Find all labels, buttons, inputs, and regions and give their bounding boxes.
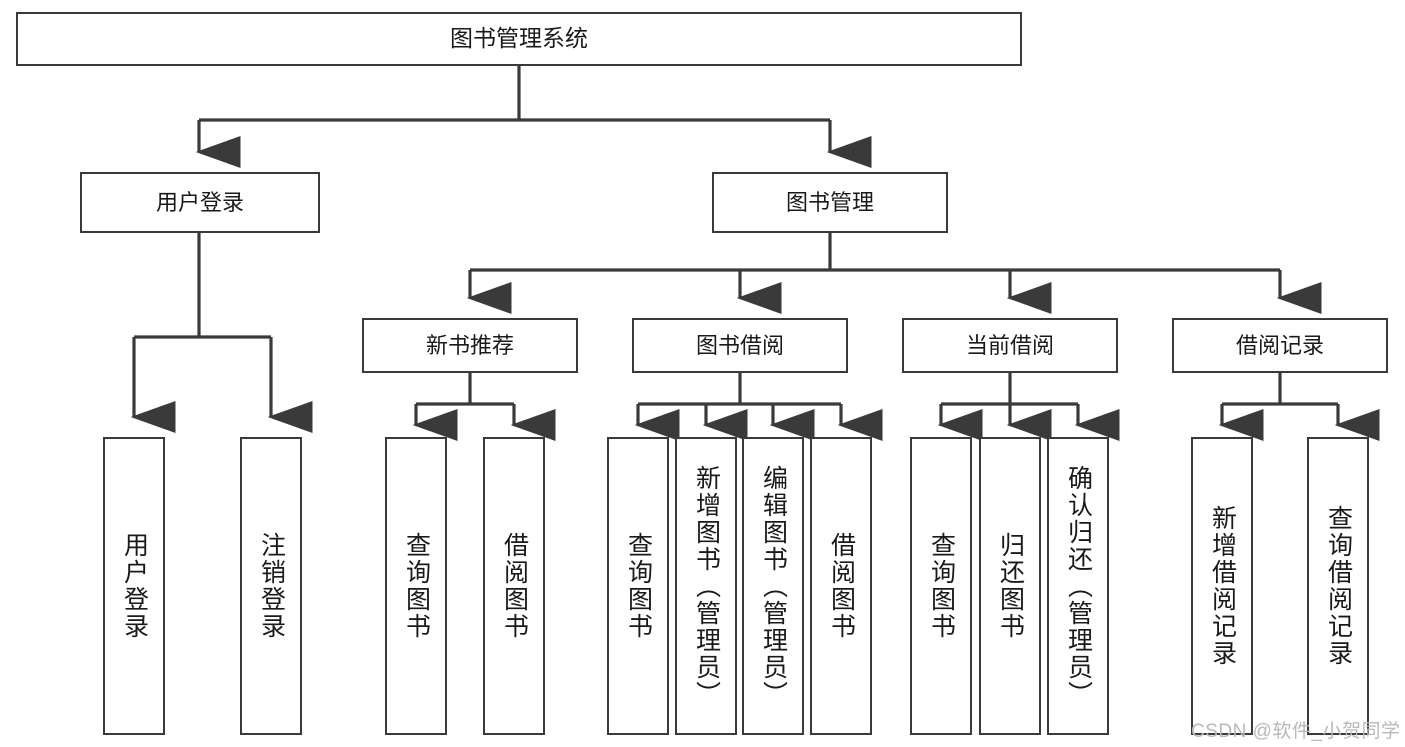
leaf-text-wrap: 借阅图书 [812,439,870,733]
leaf-query-borrow-record[interactable]: 查询借阅记录 [1307,437,1369,735]
leaf-text-wrap: 查询图书 [387,439,445,733]
leaf-borrow-book-recommend[interactable]: 借阅图书 [483,437,545,735]
node-new-book-recommend[interactable]: 新书推荐 [362,318,578,373]
node-current-borrow[interactable]: 当前借阅 [902,318,1118,373]
node-label: 图书管理系统 [450,25,588,52]
node-label: 编辑图书（管理员） [759,464,788,708]
leaf-user-login[interactable]: 用户登录 [103,437,165,735]
node-book-management[interactable]: 图书管理 [712,172,948,233]
csdn-watermark: CSDN @软件_小贺同学 [1191,721,1401,742]
node-label: 借阅图书 [827,532,856,640]
leaf-borrow-book[interactable]: 借阅图书 [810,437,872,735]
node-label: 新增借阅记录 [1208,505,1237,667]
node-label: 借阅记录 [1235,332,1324,358]
leaf-confirm-return-admin[interactable]: 确认归还（管理员） [1047,437,1109,735]
node-label: 查询图书 [624,532,653,640]
leaf-add-borrow-record[interactable]: 新增借阅记录 [1191,437,1253,735]
leaf-text-wrap: 借阅图书 [485,439,543,733]
leaf-query-book-recommend[interactable]: 查询图书 [385,437,447,735]
leaf-text-wrap: 用户登录 [105,439,163,733]
node-label: 注销登录 [257,532,286,640]
node-label: 查询借阅记录 [1324,505,1353,667]
node-book-borrow[interactable]: 图书借阅 [632,318,848,373]
node-label: 图书借阅 [695,332,784,358]
node-label: 用户登录 [155,189,244,215]
node-label: 借阅图书 [500,532,529,640]
leaf-logout[interactable]: 注销登录 [240,437,302,735]
leaf-text-wrap: 确认归还（管理员） [1049,439,1107,733]
leaf-text-wrap: 注销登录 [242,439,300,733]
node-label: 新书推荐 [425,332,514,358]
node-label: 确认归还（管理员） [1064,464,1093,708]
node-user-login[interactable]: 用户登录 [80,172,320,233]
leaf-add-book-admin[interactable]: 新增图书（管理员） [675,437,737,735]
node-label: 查询图书 [927,532,956,640]
leaf-query-book[interactable]: 查询图书 [607,437,669,735]
node-label: 新增图书（管理员） [692,464,721,708]
leaf-text-wrap: 查询借阅记录 [1309,439,1367,733]
node-label: 查询图书 [402,532,431,640]
node-label: 图书管理 [785,189,874,215]
node-label: 归还图书 [996,532,1025,640]
leaf-text-wrap: 归还图书 [981,439,1039,733]
leaf-text-wrap: 编辑图书（管理员） [744,439,802,733]
leaf-query-book-current[interactable]: 查询图书 [910,437,972,735]
leaf-text-wrap: 查询图书 [912,439,970,733]
leaf-text-wrap: 查询图书 [609,439,667,733]
leaf-return-book[interactable]: 归还图书 [979,437,1041,735]
leaf-text-wrap: 新增借阅记录 [1193,439,1251,733]
leaf-text-wrap: 新增图书（管理员） [677,439,735,733]
node-label: 用户登录 [120,532,149,640]
node-root-system[interactable]: 图书管理系统 [16,12,1022,66]
leaf-edit-book-admin[interactable]: 编辑图书（管理员） [742,437,804,735]
node-borrow-records[interactable]: 借阅记录 [1172,318,1388,373]
node-label: 当前借阅 [965,332,1054,358]
